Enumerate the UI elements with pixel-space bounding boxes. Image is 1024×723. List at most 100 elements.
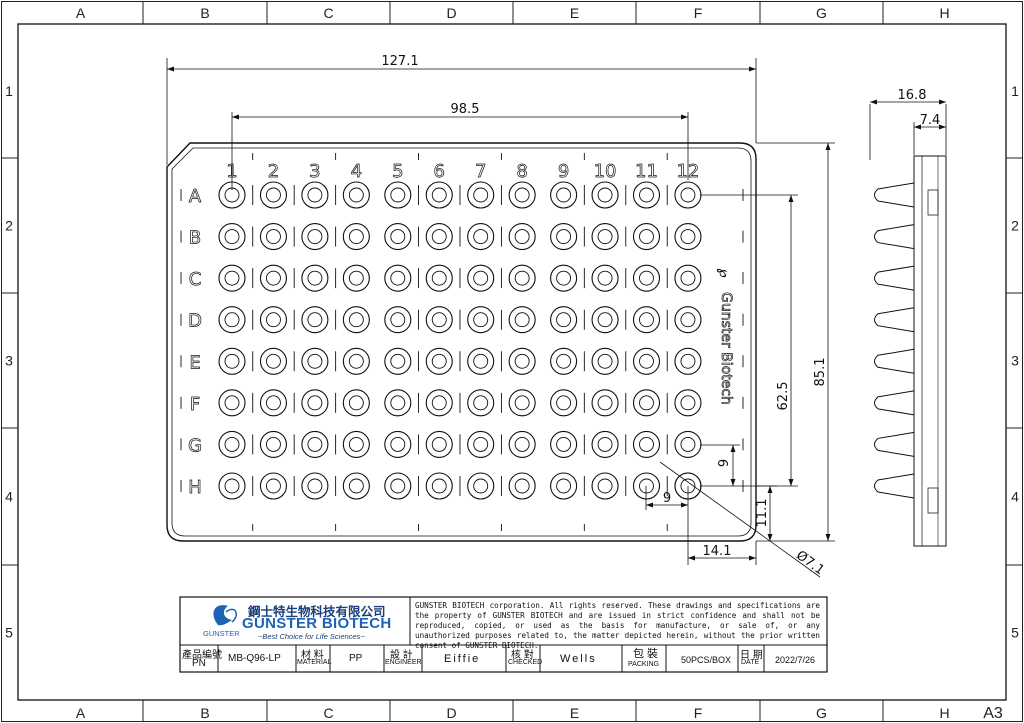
well [591, 347, 619, 375]
well [632, 389, 661, 417]
well [508, 389, 536, 417]
plate-brand: ℘ Gunster Biotech [716, 268, 734, 405]
well [425, 223, 453, 251]
well [384, 223, 412, 251]
grid-col-label: H [939, 5, 949, 21]
plate-ribs [180, 153, 744, 531]
well [550, 306, 578, 334]
well [591, 223, 619, 251]
well [632, 181, 661, 209]
grid-col-label: E [570, 5, 579, 21]
checked-label-cn: 核 對 [511, 650, 534, 661]
well [550, 347, 578, 375]
engineer-label-cn: 設 計 [390, 650, 413, 661]
grid-row-label: 5 [1011, 625, 1019, 641]
well [591, 306, 619, 334]
dim-overall-width: 85.1 [813, 358, 828, 387]
date-label-en: DATE [741, 659, 760, 666]
column-label: 10 [594, 161, 617, 182]
well [218, 347, 246, 375]
company-name-en: GUNSTER BIOTECH [242, 615, 392, 632]
well [342, 347, 370, 375]
well [425, 306, 453, 334]
well [301, 472, 329, 500]
well [384, 389, 412, 417]
well-profile [874, 265, 915, 291]
company-slogan: ~Best Choice for Life Sciences~ [258, 632, 365, 641]
engineer-value: Eiffie [444, 653, 481, 665]
side-view [913, 155, 947, 547]
company-name-cn: 鋼士特生物科技有限公司 [248, 605, 386, 619]
grid-row-label: 2 [5, 218, 13, 234]
grid-row-label: 2 [1011, 218, 1019, 234]
column-label: 3 [309, 161, 320, 182]
row-label: F [190, 394, 200, 415]
well [384, 181, 412, 209]
well [591, 472, 619, 500]
row-label: H [188, 477, 202, 498]
confidentiality-notice: GUNSTER BIOTECH corporation. All rights … [415, 601, 820, 650]
well [342, 389, 370, 417]
well [550, 181, 578, 209]
well [301, 264, 329, 292]
column-label: 6 [434, 161, 445, 182]
dimension-values: 127.1 98.5 85.1 62.5 9 11.1 9 14.1 Ø7.1 … [381, 54, 940, 578]
well [425, 430, 453, 458]
logo-mark [213, 605, 232, 626]
well-profile [874, 473, 915, 499]
grid-row-label: 3 [5, 353, 13, 369]
date-label-cn: 日 期 [740, 650, 763, 661]
well [508, 264, 536, 292]
well [425, 472, 453, 500]
well [218, 306, 246, 334]
well [218, 223, 246, 251]
well [259, 264, 288, 292]
well [218, 472, 246, 500]
grid-col-label: F [694, 705, 703, 721]
well [259, 430, 288, 458]
well [425, 389, 453, 417]
checked-label-en: CHECKED [508, 659, 543, 666]
highlight-well-h12 [674, 472, 702, 500]
grid-col-label: F [694, 5, 703, 21]
well [301, 347, 329, 375]
well [342, 306, 370, 334]
well-grid [218, 181, 702, 500]
grid-col-label: B [200, 705, 209, 721]
well-profile [874, 224, 915, 250]
row-label: G [188, 435, 202, 456]
well [632, 472, 661, 500]
well [342, 223, 370, 251]
grid-col-label: D [446, 705, 456, 721]
well-profile [874, 348, 915, 374]
well [384, 347, 412, 375]
pn-label-cn: 產品編號 [182, 650, 222, 661]
well-profile [874, 307, 915, 333]
well [384, 264, 412, 292]
well [218, 264, 246, 292]
column-label: 5 [392, 161, 403, 182]
well [550, 472, 578, 500]
grid-col-label: C [323, 705, 333, 721]
pn-label-en: PN [192, 658, 206, 669]
well [467, 264, 495, 292]
grid-row-label: 1 [1011, 83, 1019, 99]
grid-col-label: A [76, 5, 86, 21]
column-label: 8 [516, 161, 527, 182]
well [550, 389, 578, 417]
dim-a1-to-a12: 98.5 [451, 102, 480, 117]
row-label: A [189, 186, 202, 207]
packing-value: 50PCS/BOX [681, 655, 732, 665]
well [218, 430, 246, 458]
well [384, 472, 412, 500]
well [384, 306, 412, 334]
column-label: 7 [475, 161, 486, 182]
well [259, 223, 288, 251]
dim-edge-to-h: 11.1 [755, 499, 770, 528]
well [508, 472, 536, 500]
packing-label-cn: 包 裝 [633, 648, 659, 660]
